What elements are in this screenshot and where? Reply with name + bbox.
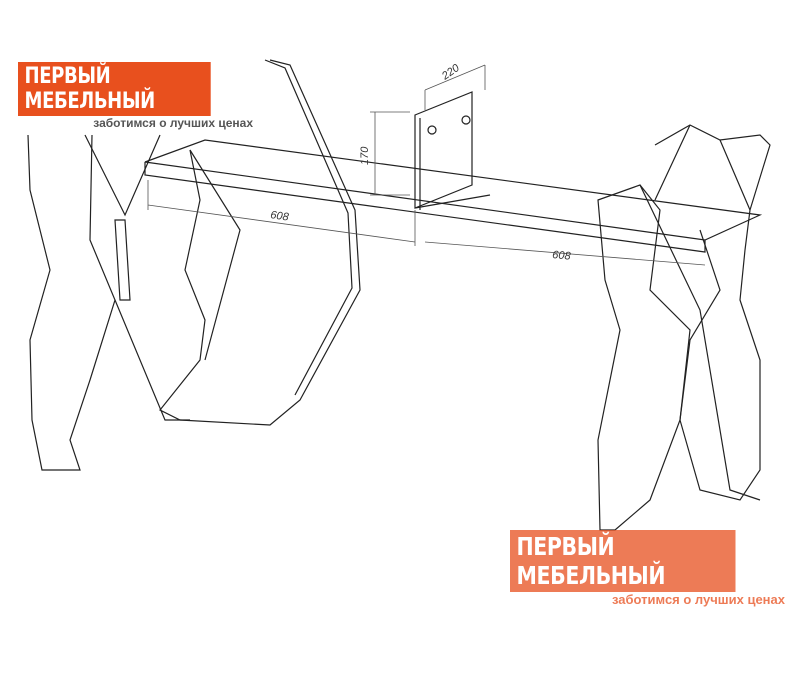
right-leg-near: [597, 184, 761, 531]
dimension-lines: [147, 64, 706, 266]
brand-name: ПЕРВЫЙ МЕБЕЛЬНЫЙ: [18, 62, 211, 116]
right-width-dimension-label: 608: [552, 249, 572, 263]
right-leg-far: [654, 124, 771, 501]
depth-dimension-label: 220: [439, 62, 462, 83]
brand-logo-top: ПЕРВЫЙ МЕБЕЛЬНЫЙ заботимся о лучших цена…: [18, 62, 253, 130]
left-leg-near: [159, 59, 361, 426]
left-width-dimension-label: 608: [270, 209, 291, 224]
brand-name-watermark: ПЕРВЫЙ МЕБЕЛЬНЫЙ: [510, 530, 736, 592]
height-dimension-label: 170: [359, 146, 371, 165]
center-panel: [414, 91, 491, 210]
brand-tagline-watermark: заботимся о лучших ценах: [611, 592, 785, 607]
brand-logo-watermark: ПЕРВЫЙ МЕБЕЛЬНЫЙ заботимся о лучших цена…: [510, 530, 785, 607]
brand-tagline: заботимся о лучших ценах: [93, 116, 253, 130]
crossbar: [144, 139, 763, 253]
left-leg-far: [27, 134, 190, 471]
